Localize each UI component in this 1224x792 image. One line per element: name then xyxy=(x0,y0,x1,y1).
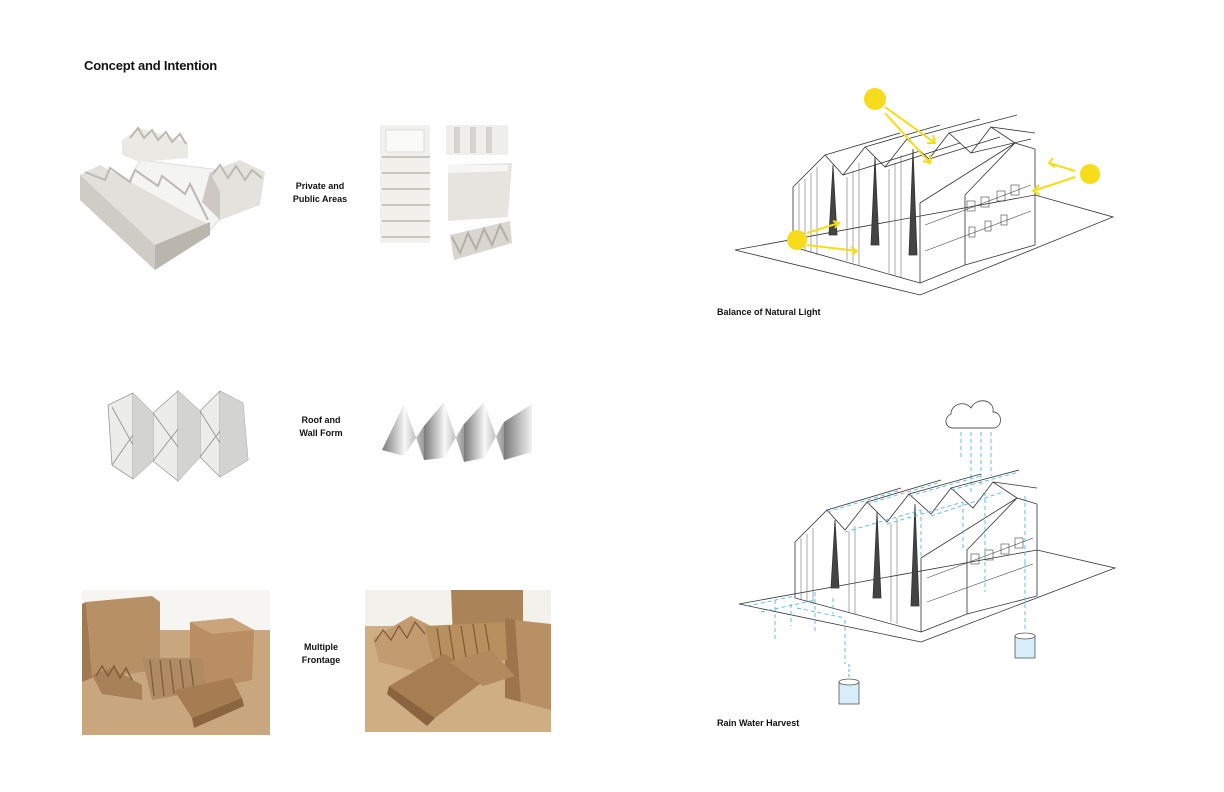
paper-model-plan xyxy=(380,125,512,260)
diagram-caption-light: Balance of Natural Light xyxy=(717,307,821,317)
cardboard-model-right xyxy=(365,590,551,732)
concept-caption-frontage: Multiple Frontage xyxy=(283,641,359,667)
building-axonometric xyxy=(738,469,1117,643)
caption-line: Roof and xyxy=(301,415,341,425)
folded-paper-model xyxy=(107,390,249,482)
caption-line: Public Areas xyxy=(292,194,348,205)
cistern-icon xyxy=(1014,632,1036,659)
page-title: Concept and Intention xyxy=(84,58,218,73)
building-axonometric xyxy=(734,114,1115,296)
caption-line: Frontage xyxy=(301,655,341,666)
rainwater-diagram xyxy=(738,400,1117,705)
cistern-icon xyxy=(838,664,860,705)
rain-lines xyxy=(960,432,992,492)
folded-paper-render xyxy=(382,402,532,462)
sun-icon xyxy=(1080,164,1100,184)
cardboard-model-left xyxy=(82,590,270,735)
sun-icon xyxy=(864,88,886,110)
sun-rays xyxy=(806,106,1076,256)
caption-line: Private and xyxy=(295,181,345,191)
concept-caption-private-public: Private and Public Areas xyxy=(282,180,358,206)
caption-line: Multiple xyxy=(304,642,338,652)
sun-icon xyxy=(787,230,807,250)
diagram-caption-rain: Rain Water Harvest xyxy=(717,718,800,728)
cloud-icon xyxy=(945,400,1001,429)
caption-line: Wall Form xyxy=(299,428,343,439)
paper-model-massing xyxy=(80,126,265,270)
concept-caption-roof-wall: Roof and Wall Form xyxy=(283,414,359,440)
water-flow xyxy=(746,471,1026,664)
natural-light-diagram xyxy=(734,88,1115,296)
